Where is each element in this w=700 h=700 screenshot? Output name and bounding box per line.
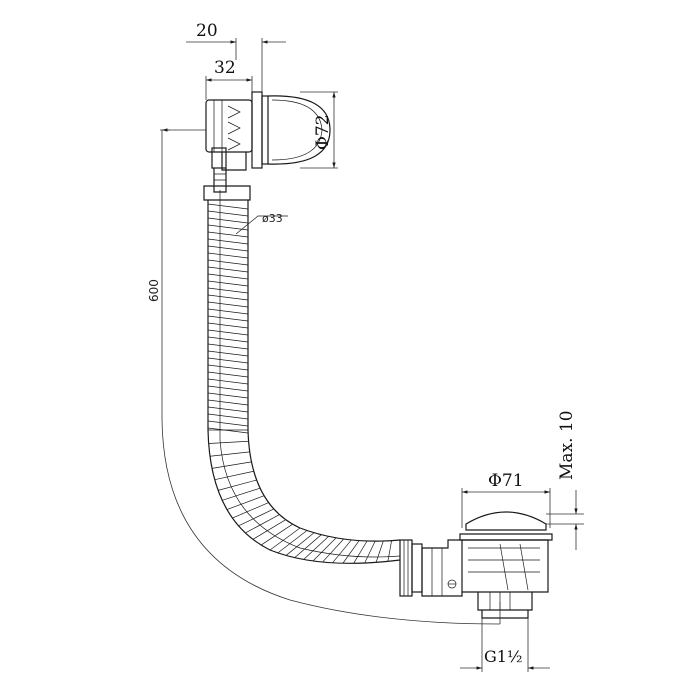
hose-rib <box>285 532 315 556</box>
hose-rib <box>208 440 249 444</box>
hose-rib <box>207 217 249 224</box>
hose-rib <box>207 315 249 322</box>
dim-thread: G1½ <box>484 647 522 666</box>
hose-rib <box>207 357 249 364</box>
corrugated-hose <box>207 190 401 564</box>
hose-rib <box>207 364 249 371</box>
hose-rib <box>207 329 249 336</box>
hose-rib <box>226 495 265 510</box>
hose-rib <box>387 540 392 562</box>
hose-rib <box>322 538 344 563</box>
hose-rib <box>207 301 249 308</box>
hose-rib <box>207 406 249 413</box>
hose-rib <box>214 470 254 481</box>
hose-rib <box>207 287 249 294</box>
hose-rib <box>312 537 337 562</box>
hose-rib <box>303 536 329 560</box>
hose-rib <box>252 519 286 540</box>
hose-rib <box>207 238 249 245</box>
hose-rib <box>207 378 249 385</box>
hose-rib <box>207 294 249 301</box>
hose-rib <box>207 245 249 252</box>
dimension-lines <box>160 38 584 672</box>
hose-rib <box>207 273 249 280</box>
hose-rib <box>207 343 249 350</box>
hose-rib <box>332 539 352 564</box>
hose-rib <box>277 530 308 554</box>
hose-rib <box>342 540 360 564</box>
hose-rib <box>207 259 249 266</box>
hose-rib <box>207 420 249 427</box>
dim-hose-length: 600 <box>147 279 161 302</box>
hose-rib <box>207 308 249 315</box>
hose-rib <box>209 451 250 457</box>
hose-rib <box>238 508 274 527</box>
overflow-head <box>203 91 331 201</box>
hose-rib <box>207 322 249 329</box>
dim-flange-offset: 20 <box>196 21 218 41</box>
hose-rib <box>364 540 376 564</box>
dim-hose-diameter: ø33 <box>262 212 283 225</box>
hose-rib <box>353 540 368 564</box>
hose-rib <box>211 461 252 469</box>
dim-max-height: Max. 10 <box>557 410 577 480</box>
hose-rib <box>207 266 249 273</box>
hose-rib <box>375 540 384 563</box>
hose-rib <box>245 514 280 534</box>
hose-rib <box>207 371 249 378</box>
hose-rib <box>207 392 249 399</box>
hose-rib <box>207 203 249 210</box>
hose-rib <box>207 385 249 392</box>
dim-body-depth: 32 <box>214 58 236 78</box>
hose-rib <box>207 252 249 259</box>
hose-rib <box>207 280 249 287</box>
hose-rib <box>207 427 249 434</box>
hose-rib <box>294 534 322 558</box>
hose-rib <box>260 523 293 546</box>
hose-rib <box>269 527 301 551</box>
hose-rib <box>207 413 249 420</box>
hose-rib <box>207 224 249 231</box>
hose-rib <box>207 399 249 406</box>
hose-rib <box>222 487 261 501</box>
hose-rib <box>207 336 249 343</box>
dim-overflow-diameter: Φ72 <box>313 114 333 150</box>
hose-rib <box>232 502 269 519</box>
dim-plug-diameter: Φ71 <box>488 471 524 491</box>
hose-rib <box>218 479 257 491</box>
hose-rib <box>207 210 249 217</box>
hose-rib <box>207 231 249 238</box>
waste-body <box>399 511 553 619</box>
hose-rib <box>207 350 249 357</box>
